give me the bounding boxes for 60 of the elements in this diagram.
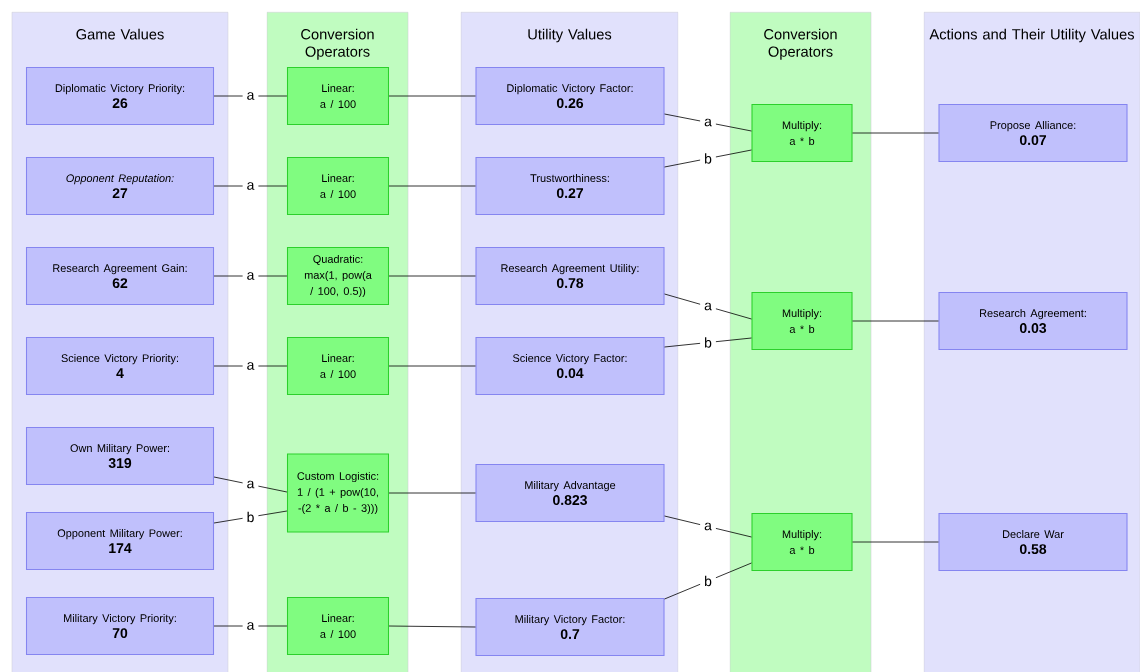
value-box: Research Agreement Gain: 62 xyxy=(25,246,215,306)
edge-label: a xyxy=(242,620,259,632)
connector xyxy=(213,365,288,367)
operator-box: Custom Logistic: 1 / (1 + pow(10, -(2 * a / b - 3))) xyxy=(286,453,390,533)
connector xyxy=(664,293,752,320)
edge-label: a xyxy=(242,90,259,102)
edge-label: a xyxy=(700,117,716,128)
connector xyxy=(388,185,476,187)
operator-box: Multiply: a * b xyxy=(751,291,853,351)
connector xyxy=(852,541,939,543)
edge-label: a xyxy=(242,360,259,372)
connector xyxy=(664,337,752,348)
value-box: Science Victory Priority: 4 xyxy=(25,336,215,396)
connector xyxy=(213,476,288,493)
connector xyxy=(388,365,476,367)
value-box: Trustworthiness: 0.27 xyxy=(475,156,665,216)
connector xyxy=(664,113,752,132)
value-box: Research Agreement: 0.03 xyxy=(938,291,1128,351)
edge-label: b xyxy=(700,574,716,588)
value-box: Opponent Reputation: 27 xyxy=(25,156,215,216)
operator-box: Quadratic: max(1, pow(a / 100, 0.5)) xyxy=(286,246,390,306)
connector xyxy=(664,562,752,600)
operator-box: Linear: a / 100 xyxy=(286,596,390,656)
connector xyxy=(388,625,476,628)
connector xyxy=(213,95,288,97)
connector xyxy=(664,149,752,168)
operator-box: Linear: a / 100 xyxy=(286,156,390,216)
connector xyxy=(664,515,752,538)
value-box: Propose Alliance: 0.07 xyxy=(938,103,1128,163)
operator-box: Multiply: a * b xyxy=(751,103,853,163)
connector xyxy=(213,625,288,627)
connector xyxy=(852,132,939,134)
edge-label: b xyxy=(700,336,716,349)
edge-label: a xyxy=(700,301,716,312)
value-box: Diplomatic Victory Priority: 26 xyxy=(25,66,215,126)
value-box: Military Victory Factor: 0.7 xyxy=(475,597,665,657)
value-box: Military Victory Priority: 70 xyxy=(25,596,215,656)
connector xyxy=(388,95,476,97)
value-box: Own Military Power: 319 xyxy=(25,426,215,486)
edge-label: a xyxy=(242,479,259,490)
connector xyxy=(213,185,288,187)
edge-label: a xyxy=(700,521,716,532)
connector xyxy=(388,492,476,494)
edge-label: b xyxy=(242,510,259,524)
value-box: Opponent Military Power: 174 xyxy=(25,511,215,571)
value-box: Research Agreement Utility: 0.78 xyxy=(475,246,665,306)
connector xyxy=(213,510,288,524)
value-box: Military Advantage 0.823 xyxy=(475,463,665,523)
operator-box: Linear: a / 100 xyxy=(286,66,390,126)
operator-box: Linear: a / 100 xyxy=(286,336,390,396)
edge-label: a xyxy=(242,270,259,282)
connector xyxy=(213,275,288,277)
value-box: Science Victory Factor: 0.04 xyxy=(475,336,665,396)
operator-box: Multiply: a * b xyxy=(751,512,853,572)
value-box: Declare War 0.58 xyxy=(938,512,1128,572)
connector xyxy=(388,275,476,277)
edge-label: a xyxy=(242,180,259,192)
value-box: Diplomatic Victory Factor: 0.26 xyxy=(475,66,665,126)
edge-label: b xyxy=(700,152,716,165)
connector xyxy=(852,320,939,322)
